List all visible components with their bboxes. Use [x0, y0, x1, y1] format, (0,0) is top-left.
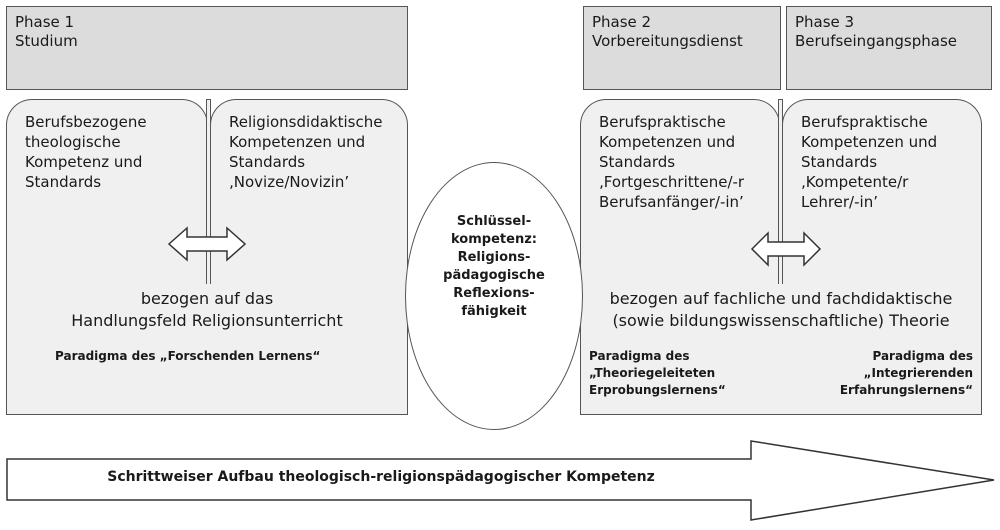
left-context-line-2: Handlungsfeld Religionsunterricht [71, 311, 343, 330]
left-card-2-line-2: Kompetenzen und [229, 133, 366, 151]
key-competence-line-4: pädagogische [443, 268, 545, 283]
right-context-line-1: bezogen auf fachliche und fachdidaktisch… [609, 289, 953, 308]
left-card-2-line-1: Religionsdidaktische [229, 113, 383, 131]
right-section: bezogen auf fachliche und fachdidaktisch… [580, 283, 982, 415]
phase-3-name: Berufseingangsphase [795, 32, 958, 50]
right-paradigm-left-line-3: Erprobungslernens“ [589, 383, 726, 397]
right-card-2-line-5: Lehrer/-in’ [801, 193, 878, 211]
right-card-1-line-2: Kompetenzen und [599, 133, 736, 151]
left-card-1-line-4: Standards [25, 173, 102, 191]
key-competence-text: Schlüssel- kompetenz: Religions- pädagog… [414, 213, 574, 321]
left-paradigm: Paradigma des „Forschenden Lernens“ [55, 349, 321, 363]
right-paradigm-right-line-1: Paradigma des [872, 349, 973, 363]
left-context-line-1: bezogen auf das [140, 289, 274, 308]
right-card-1-line-5: Berufsanfänger/-in’ [599, 193, 744, 211]
bottom-arrow-label: Schrittweiser Aufbau theologisch-religio… [107, 469, 655, 485]
right-arrow-icon [6, 440, 995, 521]
right-card-2-line-2: Kompetenzen und [801, 133, 938, 151]
key-competence-line-2: kompetenz: [451, 232, 537, 247]
right-context: bezogen auf fachliche und fachdidaktisch… [581, 288, 981, 332]
phase-1-box: Phase 1 Studium [6, 6, 408, 90]
left-card-1-line-1: Berufsbezogene [25, 113, 147, 131]
right-paradigm-right-line-2: „Integrierenden [863, 366, 973, 380]
phase-1-name: Studium [15, 32, 78, 50]
right-card-1-line-1: Berufspraktische [599, 113, 726, 131]
key-competence-line-3: Religions- [457, 250, 531, 265]
phase-1-title: Phase 1 [15, 13, 75, 31]
key-competence-line-5: Reflexions- [453, 286, 535, 301]
right-card-practice-1: Berufspraktische Kompetenzen und Standar… [580, 99, 780, 284]
left-card-didactics: Religionsdidaktische Kompetenzen und Sta… [210, 99, 408, 284]
double-arrow-icon [167, 226, 247, 262]
phase-3-title: Phase 3 [795, 13, 855, 31]
right-paradigm-right: Paradigma des „Integrierenden Erfahrungs… [840, 348, 973, 399]
key-competence-line-6: fähigkeit [461, 304, 527, 319]
right-paradigm-left-line-1: Paradigma des [589, 349, 690, 363]
left-card-2-line-3: Standards [229, 153, 306, 171]
right-card-2-line-1: Berufspraktische [801, 113, 928, 131]
right-divider-fill [779, 100, 782, 284]
left-context: bezogen auf das Handlungsfeld Religionsu… [7, 288, 407, 332]
key-competence-ellipse [405, 162, 583, 430]
left-card-2-line-4: ‚Novize/Novizin’ [229, 173, 350, 191]
left-card-1-line-2: theologische [25, 133, 121, 151]
phase-2-box: Phase 2 Vorbereitungsdienst [583, 6, 781, 90]
right-paradigm-right-line-3: Erfahrungslernens“ [839, 383, 973, 397]
right-card-2-line-4: ‚Kompetente/r [801, 173, 909, 191]
right-card-2-line-3: Standards [801, 153, 878, 171]
right-context-line-2: (sowie bildungswissenschaftliche) Theori… [612, 311, 950, 330]
right-card-1-line-4: ‚Fortgeschrittene/-r [599, 173, 745, 191]
left-divider-fill [207, 100, 210, 284]
phase-2-name: Vorbereitungsdienst [592, 32, 743, 50]
right-card-1-line-3: Standards [599, 153, 676, 171]
left-card-1-line-3: Kompetenz und [25, 153, 143, 171]
right-paradigm-left-line-2: „Theoriegeleiteten [589, 366, 716, 380]
double-arrow-icon [750, 231, 822, 267]
right-card-practice-2: Berufspraktische Kompetenzen und Standar… [782, 99, 982, 284]
right-paradigm-left: Paradigma des „Theoriegeleiteten Erprobu… [589, 348, 726, 399]
key-competence-line-1: Schlüssel- [456, 214, 532, 229]
phase-3-box: Phase 3 Berufseingangsphase [786, 6, 992, 90]
left-section: bezogen auf das Handlungsfeld Religionsu… [6, 283, 408, 415]
left-card-theology: Berufsbezogene theologische Kompetenz un… [6, 99, 208, 284]
phase-2-title: Phase 2 [592, 13, 652, 31]
